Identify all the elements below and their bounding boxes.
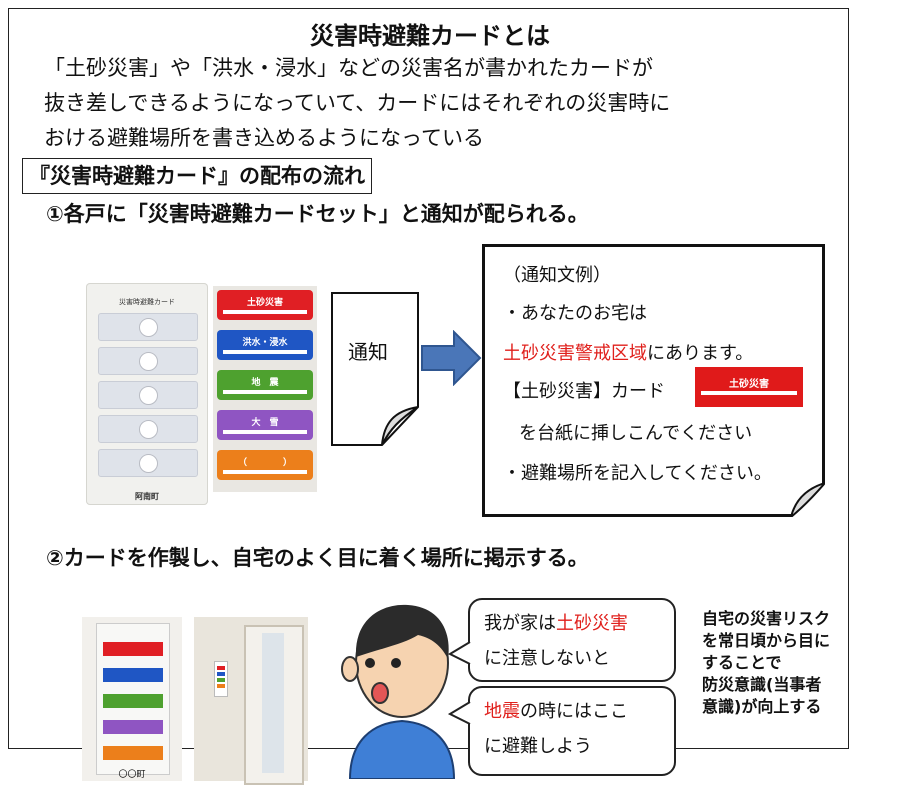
step-1: ①各戸に「災害時避難カードセット」と通知が配られる。 (46, 202, 589, 226)
slot-hole (139, 420, 158, 439)
mini-card-green (217, 678, 225, 682)
notice-heading: （通知文例） (503, 265, 611, 286)
card-label: 土砂災害 (246, 298, 283, 308)
card-stripe (223, 430, 307, 434)
card-flood: 洪水・浸水 (217, 330, 313, 360)
notice-line-5: ・避難場所を記入してください。 (503, 463, 772, 484)
posted-card (214, 661, 228, 697)
slot-hole (139, 454, 158, 473)
card-label: （ ） (237, 458, 292, 468)
mini-card-green (103, 694, 163, 708)
holder-slot (98, 313, 198, 341)
door-photo (194, 617, 308, 785)
bubble-1-text: 我が家は (484, 613, 556, 634)
notice-line-4: を台紙に挿しこんでください (519, 423, 753, 444)
bubble-2-line-2: に避難しよう (484, 736, 592, 757)
disaster-cards-photo: 土砂災害 洪水・浸水 地 震 大 雪 （ ） (213, 286, 317, 492)
holder-slot (98, 449, 198, 477)
side-note-line: することで (702, 653, 782, 672)
door-glass (262, 633, 284, 773)
notice-line-1: ・あなたのお宅は (503, 303, 647, 324)
notice-paper-icon (331, 292, 419, 446)
card-label: 地 震 (251, 378, 279, 388)
card-label: 洪水・浸水 (242, 338, 288, 348)
photo-caption: 〇〇町 (118, 770, 146, 780)
card-stripe (701, 391, 797, 395)
mini-card-purple (103, 720, 163, 734)
bubble-1-line-2: に注意しないと (484, 648, 610, 669)
holder-slot (98, 381, 198, 409)
mini-card-blue (103, 668, 163, 682)
slot-hole (139, 386, 158, 405)
notice-card-label: 土砂災害 (729, 379, 769, 390)
notice-hazard-zone: 土砂災害警戒区域 (503, 343, 647, 364)
card-label: 大 雪 (251, 418, 279, 428)
mini-card-red (217, 666, 225, 670)
side-note-line: 意識)が向上する (702, 697, 822, 716)
step-2: ②カードを作製し、自宅のよく目に着く場所に掲示する。 (46, 546, 589, 570)
door-frame (244, 625, 304, 785)
person-illustration (341, 604, 456, 779)
side-note-line: 防災意識(当事者 (702, 675, 822, 694)
notice-line-2: 土砂災害警戒区域にあります。 (503, 339, 753, 365)
slot-hole (139, 318, 158, 337)
card-stripe (223, 470, 307, 474)
page-title: 災害時避難カードとは (310, 22, 550, 50)
holder-slot (98, 415, 198, 443)
completed-card-photo: 〇〇町 (82, 617, 182, 781)
arrow-right-icon (421, 330, 482, 386)
bubble-1-hazard: 土砂災害 (556, 613, 628, 634)
notice-example-box: （通知文例） ・あなたのお宅は 土砂災害警戒区域にあります。 【土砂災害】カード… (482, 244, 825, 517)
intro-line-3: おける避難場所を書き込めるようになっている (44, 126, 484, 150)
card-landslide: 土砂災害 (217, 290, 313, 320)
mini-card-orange (103, 746, 163, 760)
bubble-2-text: の時にはここ (520, 701, 628, 722)
mini-holder (96, 623, 170, 775)
side-note-line: を常日頃から目に (702, 631, 831, 650)
card-earthquake: 地 震 (217, 370, 313, 400)
mini-card-blue (217, 672, 225, 676)
card-stripe (223, 390, 307, 394)
holder-town: 阿南町 (135, 492, 159, 501)
card-stripe (223, 310, 307, 314)
intro-line-1: 「土砂災害」や「洪水・浸水」などの災害名が書かれたカードが (44, 56, 653, 80)
page-fold-icon (791, 483, 825, 517)
card-other: （ ） (217, 450, 313, 480)
bubble-1-line-1: 我が家は土砂災害 (484, 606, 674, 641)
notice-line-2-rest: にあります。 (647, 343, 754, 364)
side-note: 自宅の災害リスク を常日頃から目に することで 防災意識(当事者 意識)が向上す… (702, 608, 902, 718)
intro-line-2: 抜き差しできるようになっていて、カードにはそれぞれの災害時に (44, 91, 671, 115)
mini-card-red (103, 642, 163, 656)
holder-slot (98, 347, 198, 375)
bubble-2-tail (448, 701, 471, 725)
notice-card-image: 土砂災害 (695, 367, 803, 407)
slot-hole (139, 352, 158, 371)
notice-line-3: 【土砂災害】カード (503, 381, 665, 402)
holder-label: 災害時避難カード (119, 298, 175, 306)
section-title: 『災害時避難カード』の配布の流れ (22, 158, 372, 194)
bubble-1-tail (448, 641, 471, 665)
bubble-2-hazard: 地震 (484, 701, 520, 722)
mini-card-orange (217, 684, 225, 688)
side-note-line: 自宅の災害リスク (702, 609, 831, 628)
card-holder-photo: 災害時避難カード 阿南町 (86, 283, 208, 505)
speech-bubble-2: 地震の時にはここ に避難しよう (468, 686, 676, 776)
card-stripe (223, 350, 307, 354)
card-snow: 大 雪 (217, 410, 313, 440)
paper-label: 通知 (348, 340, 388, 364)
bubble-2-line-1: 地震の時にはここ (484, 694, 674, 729)
speech-bubble-1: 我が家は土砂災害 に注意しないと (468, 598, 676, 682)
